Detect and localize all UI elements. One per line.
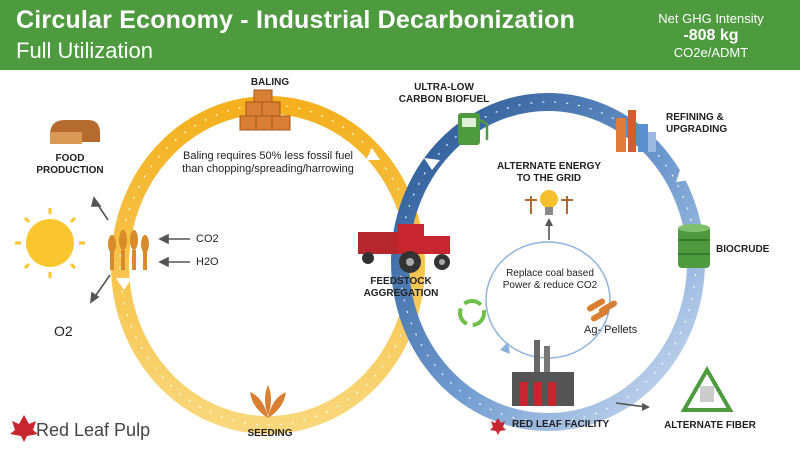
page-subtitle: Full Utilization	[16, 38, 153, 63]
right-ring-arrow-top	[424, 158, 440, 170]
facility-arrow-head	[642, 403, 650, 411]
page-title: Circular Economy - Industrial Decarboniz…	[16, 6, 576, 34]
brand-leaf-icon	[10, 415, 38, 442]
wheat-icon	[108, 230, 149, 270]
baling-note: Baling requires 50% less fossil fuel tha…	[182, 150, 354, 175]
sun-icon	[15, 208, 85, 278]
red-leaf-facility-label: RED LEAF FACILITY	[512, 419, 610, 430]
fiber-roll-icon	[700, 386, 714, 402]
seedling-icon	[250, 385, 286, 418]
recycle-cycle-icon	[458, 299, 486, 327]
seeding-label: SEEDING	[247, 428, 293, 439]
refinery-icon	[616, 110, 656, 152]
tractor-icon	[358, 224, 450, 273]
o2-label: O2	[54, 323, 73, 339]
power-towers-icon	[525, 196, 573, 214]
ghg-value: -808 kg	[683, 27, 739, 44]
facility-arrow	[615, 402, 647, 408]
inner-energy-cycle	[485, 241, 611, 359]
ag-pellets-label: Ag- Pellets	[584, 324, 638, 336]
biocrude-label: BIOCRUDE	[716, 244, 770, 255]
left-ring-arrow-top	[366, 148, 380, 160]
replace-coal-note: Replace coal based Power & reduce CO2	[502, 268, 598, 291]
right-ring-arrow-bottom	[636, 358, 648, 372]
facility-leaf-icon	[490, 418, 506, 435]
food-production-label: FOOD PRODUCTION	[36, 153, 104, 176]
inner-cycle-arrow	[500, 342, 510, 354]
pellets-icon	[586, 298, 618, 322]
baling-label: BALING	[250, 77, 290, 88]
biofuel-label: ULTRA-LOW CARBON BIOFUEL	[398, 82, 490, 105]
right-ring-arrow-right	[676, 170, 690, 182]
refining-label: REFINING & UPGRADING	[666, 112, 728, 135]
barrel-icon	[678, 224, 710, 268]
feedstock-aggregation-label: FEEDSTOCK AGGREGATION	[363, 276, 439, 299]
lightbulb-icon	[540, 190, 558, 215]
ghg-unit: CO2e/ADMT	[673, 45, 749, 60]
brand-name: Red Leaf Pulp	[36, 420, 151, 440]
fuel-pump-icon	[458, 113, 489, 145]
left-flow-arrows	[90, 196, 190, 304]
bread-icon	[50, 120, 100, 144]
facility-icon	[512, 340, 574, 406]
header-banner: Circular Economy - Industrial Decarboniz…	[0, 0, 800, 70]
recycle-icon	[680, 365, 734, 412]
left-ring-arrow-bottom	[180, 365, 192, 378]
hay-bales-icon	[239, 89, 291, 131]
ghg-intensity-box: Net GHG Intensity -808 kg CO2e/ADMT	[636, 10, 786, 61]
alternate-fiber-label: ALTERNATE FIBER	[664, 420, 756, 431]
ghg-label: Net GHG Intensity	[658, 11, 764, 26]
h2o-label: H2O	[196, 256, 219, 268]
co2-label: CO2	[196, 233, 219, 245]
up-arrow-head	[545, 218, 553, 226]
alternate-energy-label: ALTERNATE ENERGY TO THE GRID	[496, 161, 602, 184]
left-ring-arrow-left	[116, 278, 132, 290]
